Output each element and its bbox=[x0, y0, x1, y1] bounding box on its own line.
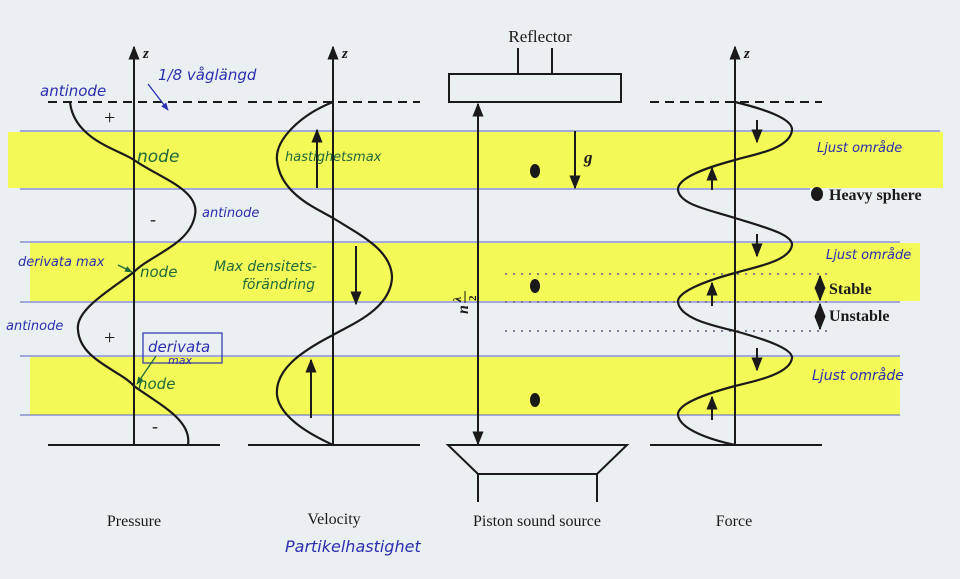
annotation-node-3: node bbox=[138, 375, 175, 393]
derivative-max-1-arrow bbox=[117, 264, 133, 273]
pressure-z-label: z bbox=[142, 46, 149, 62]
spacing-label: n λ 2 bbox=[450, 291, 479, 314]
levitated-particle-2 bbox=[530, 279, 540, 293]
piston-panel: Reflector n λ 2 g Piston sound source bbox=[445, 27, 832, 530]
force-title: Force bbox=[716, 513, 752, 530]
annotation-antinode-low: antinode bbox=[6, 319, 63, 334]
levitated-particle-3 bbox=[530, 393, 540, 407]
gravity-label: g bbox=[583, 148, 593, 167]
spacing-denominator: 2 bbox=[467, 295, 479, 301]
pressure-title: Pressure bbox=[107, 513, 161, 530]
annotation-density-change-line2: förändring bbox=[242, 277, 315, 293]
unstable-label: Unstable bbox=[829, 308, 889, 325]
velocity-z-label: z bbox=[341, 46, 348, 62]
pressure-sign-4: - bbox=[152, 416, 158, 436]
annotation-derivative-max-2-line1: derivata bbox=[148, 338, 210, 356]
annotation-node-1: node bbox=[137, 147, 179, 167]
velocity-wave-curve bbox=[275, 100, 394, 446]
stable-label: Stable bbox=[829, 281, 872, 298]
pressure-panel: z + - + - antinode 1/8 våglängd node ant… bbox=[6, 45, 259, 530]
pressure-sign-1: + bbox=[104, 107, 115, 129]
pressure-wave-curve bbox=[68, 101, 197, 446]
force-z-label: z bbox=[743, 46, 750, 62]
annotation-antinode-mid: antinode bbox=[202, 206, 259, 221]
annotation-density-change-line1: Max densitets- bbox=[214, 259, 317, 275]
bright-region-label-3: Ljust område bbox=[812, 367, 904, 384]
piston-body bbox=[445, 444, 630, 475]
force-wave-curve bbox=[676, 100, 794, 447]
derivative-max-2-arrow bbox=[136, 355, 157, 385]
pressure-sign-2: - bbox=[150, 209, 156, 229]
annotation-velocity-max: hastighetsmax bbox=[285, 150, 382, 165]
velocity-title: Velocity bbox=[307, 511, 360, 528]
spacing-lambda: λ bbox=[450, 296, 464, 303]
annotation-derivative-max-1: derivata max bbox=[18, 255, 105, 270]
spacing-n: n bbox=[455, 305, 472, 314]
annotation-eighth-wavelength: 1/8 våglängd bbox=[158, 66, 257, 84]
annotation-derivative-max-2-line2: max bbox=[168, 354, 192, 367]
heavy-sphere-dot bbox=[811, 187, 823, 201]
pressure-sign-3: + bbox=[104, 327, 115, 349]
force-panel: z Heavy sphere Stable Unstable Ljust omr… bbox=[650, 45, 922, 530]
velocity-panel: z hastighetsmax Max densitets- förändrin… bbox=[214, 45, 421, 556]
levitated-particle-1 bbox=[530, 164, 540, 178]
reflector-plate bbox=[448, 73, 622, 103]
velocity-subtitle-handwritten: Partikelhastighet bbox=[285, 537, 421, 556]
bright-region-label-1: Ljust område bbox=[817, 141, 902, 156]
annotation-antinode-top: antinode bbox=[40, 82, 106, 100]
piston-title: Piston sound source bbox=[473, 513, 601, 530]
bright-region-label-2: Ljust område bbox=[826, 248, 911, 263]
derivative-max-2-box bbox=[142, 332, 223, 364]
reflector-label: Reflector bbox=[508, 27, 572, 46]
eighth-wavelength-arrow bbox=[147, 83, 169, 111]
heavy-sphere-label: Heavy sphere bbox=[829, 187, 922, 204]
annotation-node-2: node bbox=[140, 263, 177, 281]
